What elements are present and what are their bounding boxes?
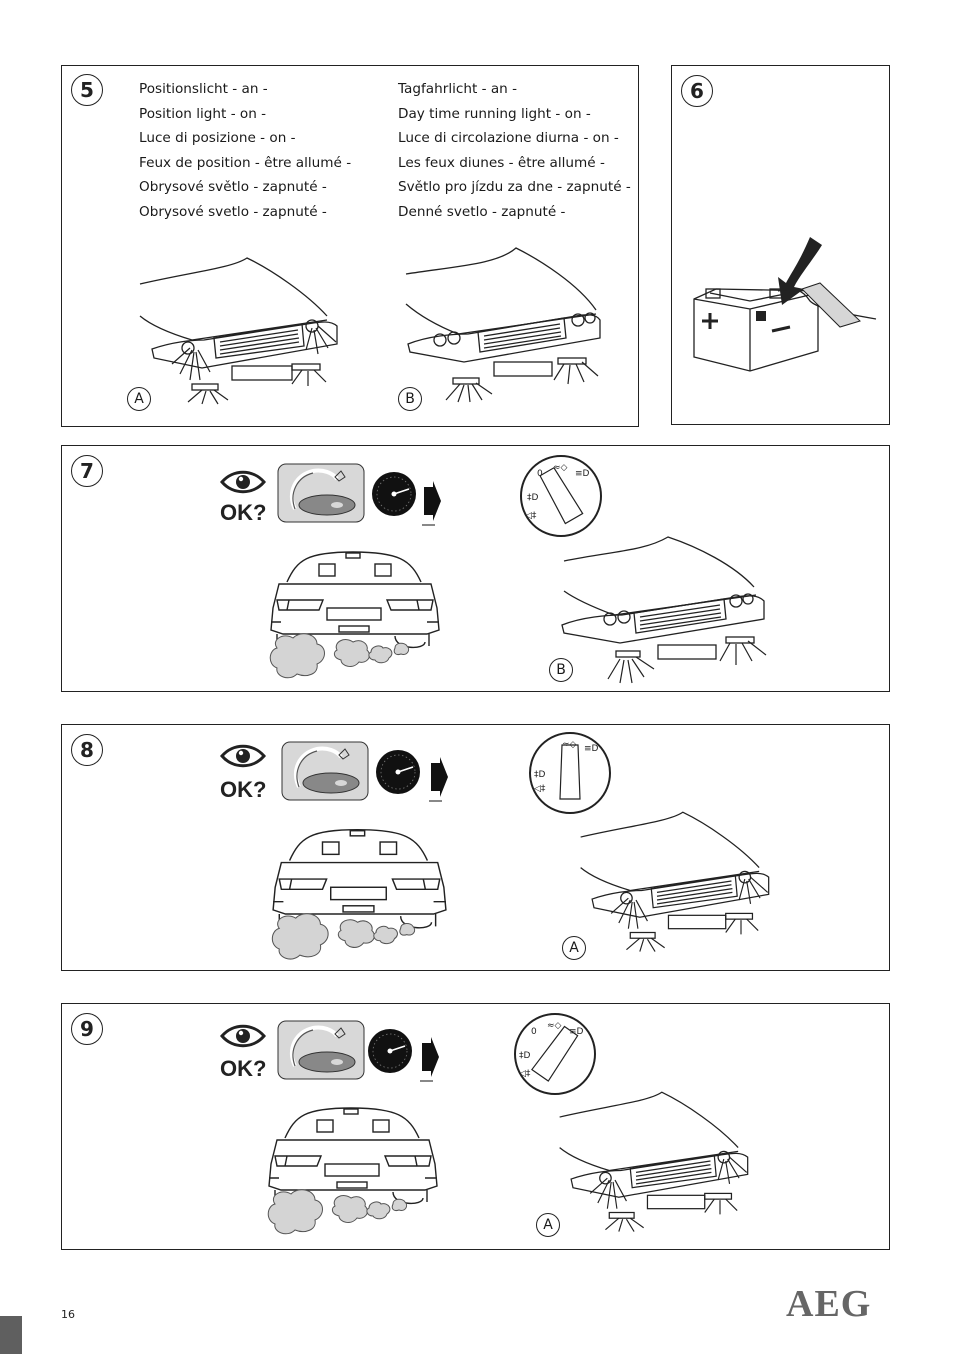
- speedometer-icon: [368, 1029, 412, 1073]
- callout-a: A: [536, 1213, 560, 1237]
- position-light-labels: Positionslicht - an - Position light - o…: [139, 77, 351, 224]
- svg-text:≈◇: ≈◇: [562, 740, 577, 750]
- svg-text:◁‡: ◁‡: [519, 1069, 531, 1079]
- callout-a: A: [562, 936, 586, 960]
- ok-check-label: OK?: [220, 500, 267, 525]
- label-fr: Feux de position - être allumé -: [139, 154, 352, 171]
- callout-a: A: [127, 387, 151, 411]
- page-number: 16: [61, 1308, 75, 1321]
- svg-text:≡D: ≡D: [575, 469, 590, 479]
- car-front-daytime-lights-illustration: [405, 247, 601, 403]
- step-number: 6: [681, 75, 713, 107]
- step-number: 7: [71, 455, 103, 487]
- callout-b: B: [549, 658, 573, 682]
- car-front-position-lights-illustration: [559, 1091, 749, 1232]
- svg-text:≡D: ≡D: [584, 744, 599, 754]
- light-switch-dial-icon: 0 ≈◇ ≡D ‡D ◁‡: [514, 1013, 596, 1095]
- label-it: Luce di posizione - on -: [139, 130, 296, 146]
- arrow-right-icon: [429, 757, 448, 802]
- svg-text:◁‡: ◁‡: [534, 784, 546, 794]
- car-front-position-lights-illustration: [139, 257, 338, 405]
- car-rear-illustration: [267, 1107, 438, 1235]
- step-number: 9: [71, 1013, 103, 1045]
- battery-disconnect-illustration: [693, 237, 877, 372]
- label-it: Luce di circolazione diurna - on -: [398, 130, 619, 146]
- svg-text:≈◇: ≈◇: [547, 1021, 562, 1031]
- svg-text:‡D: ‡D: [534, 770, 546, 780]
- step-number: 5: [71, 74, 103, 106]
- eye-icon: [220, 744, 266, 768]
- label-de: Tagfahrlicht - an -: [398, 81, 518, 97]
- svg-text:≈◇: ≈◇: [553, 463, 568, 473]
- light-switch-dial-icon: ≈◇ ≡D ‡D ◁‡: [529, 732, 611, 814]
- speedometer-icon: [376, 750, 420, 794]
- label-cz: Obrysové světlo - zapnuté -: [139, 179, 327, 195]
- step-5-panel: 5 Positionslicht - an - Position light -…: [61, 65, 639, 427]
- daytime-light-labels: Tagfahrlicht - an - Day time running lig…: [398, 77, 631, 224]
- step-9-panel: 9 OK? 0 ≈◇ ≡D ‡D ◁‡: [61, 1003, 890, 1250]
- label-sk: Denné svetlo - zapnuté -: [398, 203, 566, 220]
- ignition-key-icon: [281, 741, 369, 801]
- svg-text:‡D: ‡D: [519, 1051, 531, 1061]
- car-front-daytime-lights-illustration: [561, 536, 767, 684]
- car-rear-illustration: [271, 828, 447, 960]
- label-en: Position light - on -: [139, 105, 267, 122]
- eye-icon: [220, 1024, 266, 1048]
- label-cz: Světlo pro jízdu za dne - zapnuté -: [398, 179, 631, 195]
- speedometer-icon: [372, 472, 416, 516]
- ok-check-label: OK?: [220, 1056, 267, 1081]
- label-sk: Obrysové svetlo - zapnuté -: [139, 203, 327, 220]
- arrow-right-icon: [422, 481, 441, 526]
- ok-check-label: OK?: [220, 777, 267, 802]
- svg-text:‡D: ‡D: [527, 493, 539, 503]
- light-switch-dial-icon: 0 ≈◇ ≡D ‡D ◁‡: [520, 455, 602, 537]
- callout-b: B: [398, 387, 422, 411]
- svg-text:◁‡: ◁‡: [525, 511, 537, 521]
- car-rear-illustration: [269, 551, 440, 679]
- step-number: 8: [71, 734, 103, 766]
- label-en: Day time running light - on -: [398, 105, 591, 122]
- page-edge-tab: [0, 1316, 22, 1354]
- svg-text:0: 0: [531, 1027, 537, 1037]
- car-front-position-lights-illustration: [580, 811, 770, 952]
- arrow-right-icon: [420, 1037, 439, 1082]
- step-8-panel: 8 OK? ≈◇ ≡D ‡D ◁‡: [61, 724, 890, 971]
- label-fr: Les feux diunes - être allumé -: [398, 154, 605, 171]
- label-de: Positionslicht - an -: [139, 81, 268, 97]
- ignition-key-icon: [277, 1020, 365, 1080]
- step-6-panel: 6: [671, 65, 890, 425]
- step-7-panel: 7 OK? 0 ≈◇ ≡D ‡D ◁‡: [61, 445, 890, 692]
- brand-logo: AEG: [786, 1283, 872, 1325]
- svg-text:0: 0: [537, 469, 543, 479]
- eye-icon: [220, 470, 266, 494]
- svg-text:≡D: ≡D: [569, 1027, 584, 1037]
- ignition-key-icon: [277, 463, 365, 523]
